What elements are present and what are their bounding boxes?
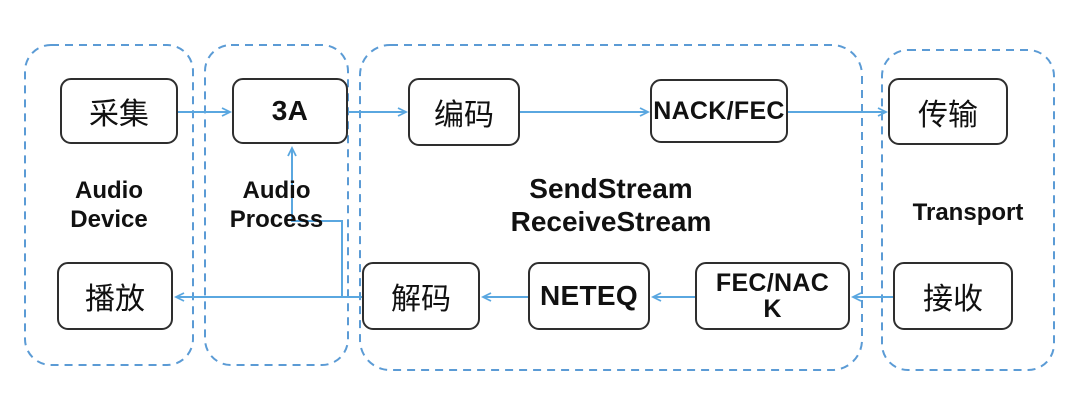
label-transport: Transport [912, 199, 1024, 226]
node-capture: 采集 [60, 78, 178, 144]
container-audio-device-outline [24, 44, 194, 366]
node-receive-label: 接收 [923, 283, 983, 316]
node-neteq: NETEQ [528, 262, 650, 330]
node-fec-nack: FEC/NAC K [695, 262, 850, 330]
node-decode: 解码 [362, 262, 480, 330]
node-encode-label: 编码 [434, 99, 494, 132]
container-transport-outline [881, 49, 1055, 371]
arrow-feedback-to-3a [287, 145, 343, 297]
node-playback-label: 播放 [85, 283, 145, 316]
container-audio-process-outline [204, 44, 349, 366]
container-stream-outline [359, 44, 863, 371]
label-send-receive-stream: SendStream ReceiveStream [510, 173, 712, 238]
node-transmit: 传输 [888, 78, 1008, 145]
label-audio-process: Audio Process [229, 177, 324, 234]
node-nack-fec-label: NACK/FEC [653, 96, 785, 125]
node-3a: 3A [232, 78, 348, 144]
node-receive: 接收 [893, 262, 1013, 330]
node-capture-label: 采集 [89, 98, 149, 131]
node-encode: 编码 [408, 78, 520, 146]
label-audio-device: Audio Device [70, 177, 148, 234]
node-decode-label: 解码 [391, 283, 451, 316]
node-transmit-label: 传输 [918, 98, 978, 132]
node-playback: 播放 [57, 262, 173, 330]
node-nack-fec: NACK/FEC [650, 79, 788, 143]
node-neteq-label: NETEQ [540, 280, 638, 312]
node-3a-label: 3A [271, 95, 309, 127]
node-fec-nack-label: FEC/NAC K [715, 268, 830, 323]
